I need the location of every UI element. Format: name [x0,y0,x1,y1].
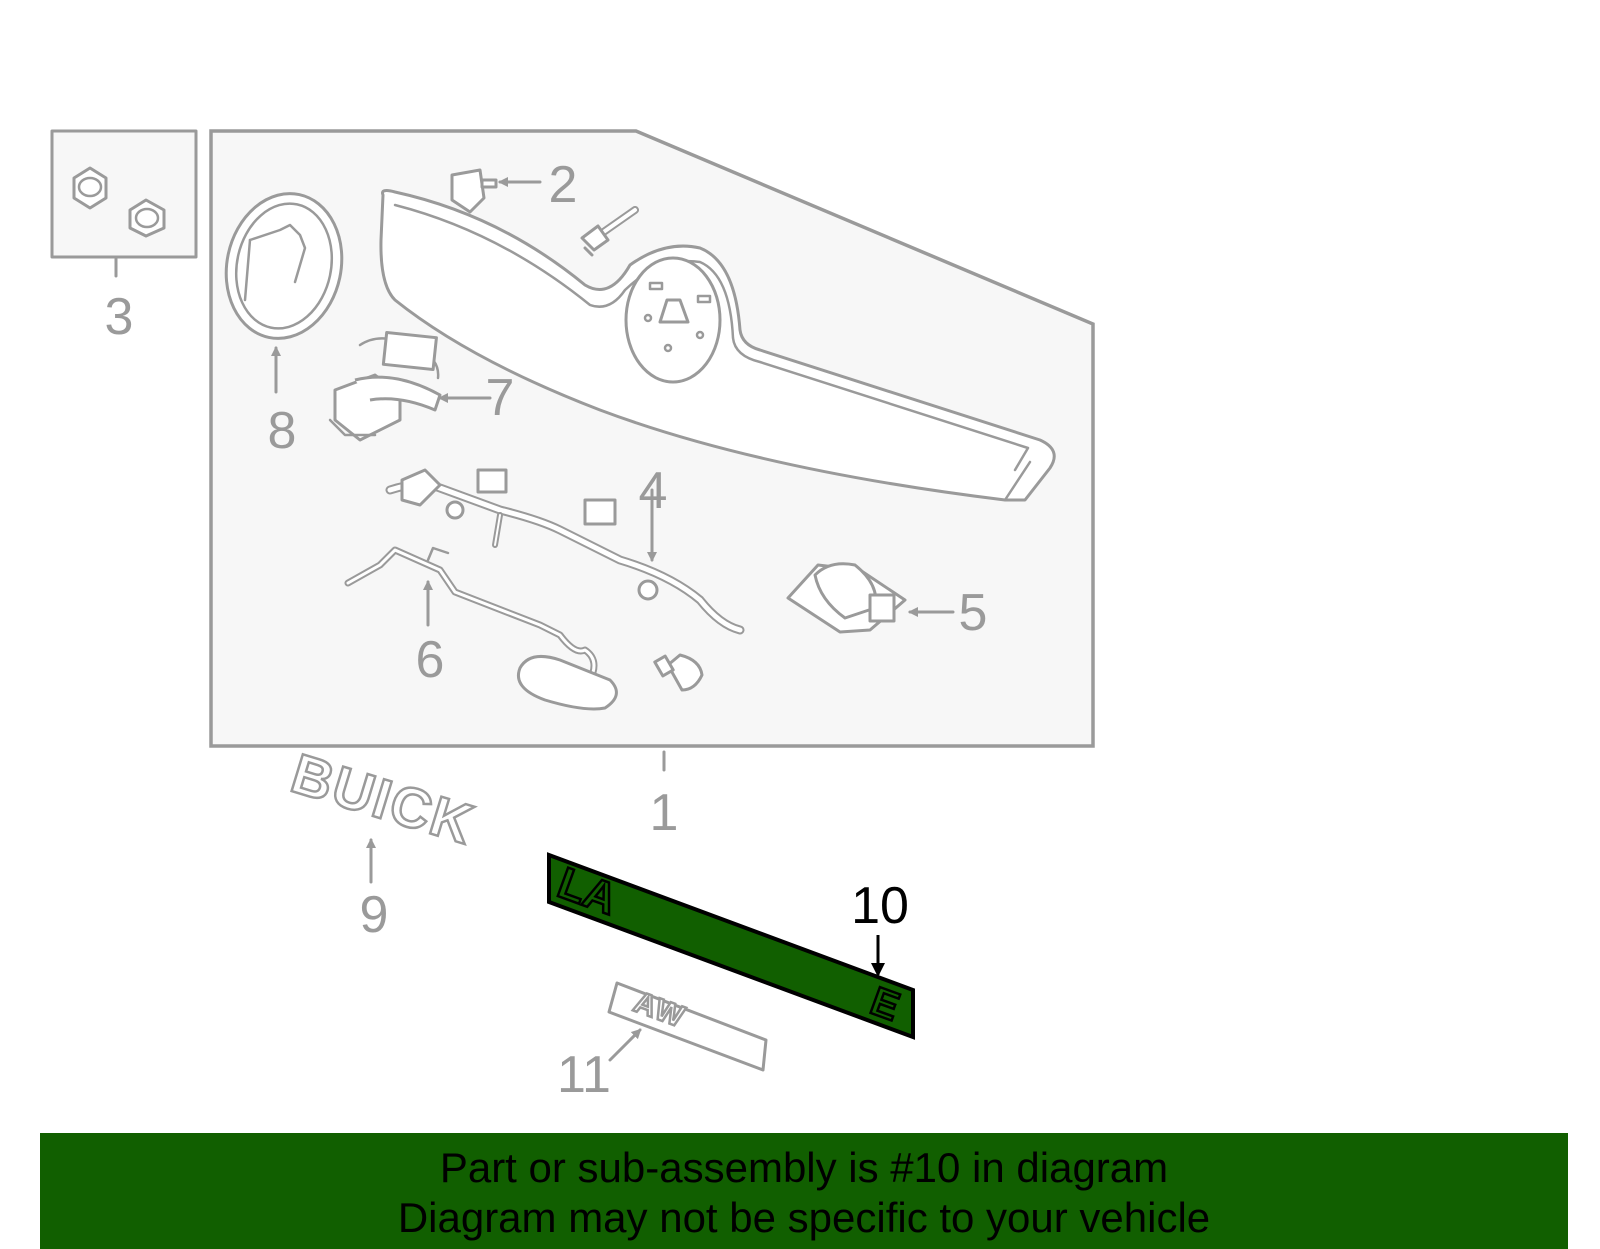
info-banner: Part or sub-assembly is #10 in diagram D… [40,1133,1568,1249]
banner-line-1: Part or sub-assembly is #10 in diagram [439,1144,1169,1191]
push-pin-icon [580,206,639,257]
part-2-clip [450,168,639,257]
bulb-icon [653,653,704,692]
awd-badge-text: AW [630,986,690,1035]
nut-icon [72,166,166,238]
callout-11: 11 [557,1046,611,1104]
part-11-awd-badge: AW [607,981,768,1072]
part-1-trim-bar [379,189,1056,772]
callout-7: 7 [486,369,515,427]
callout-3: 3 [105,288,134,346]
callout-4: 4 [639,462,668,520]
part-5-license-lamp [786,562,955,634]
part-4-wiring-harness [385,468,745,635]
callout-1: 1 [650,784,679,842]
part-3-box [50,129,198,278]
part-9-buick-emblem: BUICK [283,740,483,884]
callout-9: 9 [360,886,389,944]
callout-10: 10 [851,877,909,935]
callout-8: 8 [268,402,297,460]
part-6-cable [344,546,704,711]
callout-2: 2 [549,156,578,214]
buick-emblem-text: BUICK [284,741,482,856]
callout-6: 6 [416,631,445,689]
callout-5: 5 [959,584,988,642]
part-7-camera [328,330,492,442]
banner-line-2: Diagram may not be specific to your vehi… [397,1194,1211,1241]
part-8-emblem [224,192,344,394]
